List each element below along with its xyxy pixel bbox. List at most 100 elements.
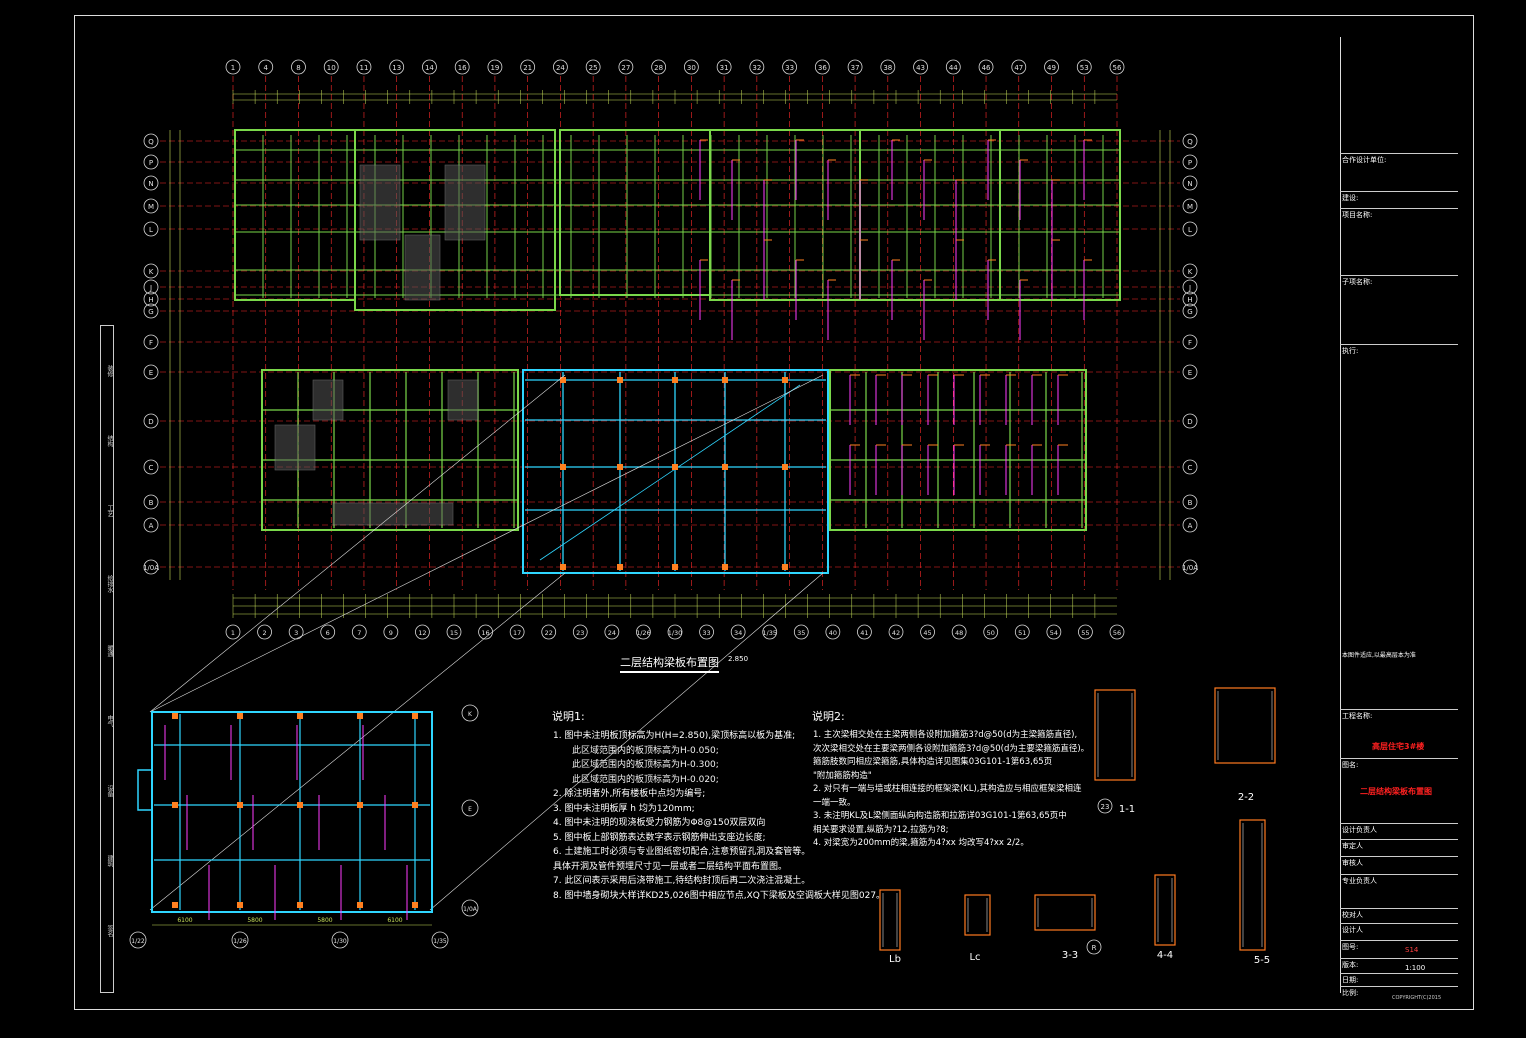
axis-bubble (383, 624, 399, 640)
discipline-cell: 装修 (106, 365, 113, 377)
column (722, 564, 728, 570)
note2-item: 相关要求设置,纵筋为?12,拉筋为?8; (813, 824, 949, 835)
hatched-zone (312, 379, 344, 421)
axis-label: P (149, 159, 153, 167)
axis-bubble (978, 59, 994, 75)
axis-bubble (1097, 798, 1113, 814)
axis-bubble (143, 334, 159, 350)
axis-label: 19 (490, 64, 499, 72)
column (560, 377, 566, 383)
leader-line (149, 572, 566, 911)
sheet-number: S14 (1405, 946, 1419, 954)
axis-label: 25 (589, 64, 598, 72)
column (237, 713, 243, 719)
axis-label: J (1188, 284, 1191, 292)
axis-label: 47 (1014, 64, 1023, 72)
axis-label: 32 (752, 64, 761, 72)
axis-label: 12 (418, 629, 426, 637)
axis-bubble (651, 59, 667, 75)
axis-bubble (288, 624, 304, 640)
axis-label: 23 (1101, 803, 1110, 811)
axis-bubble (129, 931, 147, 949)
axis-label: 28 (654, 64, 663, 72)
axis-bubble (320, 624, 336, 640)
axis-label: 45 (923, 629, 931, 637)
discipline-cell: 工艺 (106, 505, 113, 517)
axis-label: Q (148, 138, 154, 146)
title-drawing-name: 二层结构梁板布置图 (1360, 787, 1432, 796)
title-block-divider (1340, 958, 1458, 959)
axis-bubble (1078, 624, 1093, 640)
column (172, 802, 178, 808)
axis-bubble (1011, 59, 1027, 75)
note2-item: "附加箍筋构造" (813, 770, 872, 781)
detail-outline (137, 769, 153, 811)
axis-label: 15 (450, 629, 458, 637)
axis-bubble (431, 931, 449, 949)
axis-label: 36 (818, 64, 827, 72)
title-block-row: 设计负责人 (1342, 826, 1377, 834)
axis-label: 1/0A (1182, 564, 1198, 572)
axis-bubble (323, 59, 339, 75)
axis-bubble (1182, 364, 1198, 380)
axis-label: 2 (263, 629, 267, 637)
title-block-divider (1340, 874, 1458, 875)
axis-label: 1/22 (131, 938, 145, 945)
axis-label: 56 (1113, 629, 1121, 637)
axis-bubble (143, 263, 159, 279)
title-block-row: 图号: (1342, 943, 1359, 951)
note1-item: 此区域范围内的板顶标高为H-0.020; (572, 774, 719, 785)
axis-bubble (143, 517, 159, 533)
note1-item: 此区域范围内的板顶标高为H-0.300; (572, 760, 719, 770)
axis-bubble (983, 624, 999, 640)
notes2-heading: 说明2: (812, 710, 845, 723)
note1-item: 6. 土建施工时必须与专业图纸密切配合,注意预留孔洞及套管等。 (553, 847, 811, 857)
title-block-divider (1340, 275, 1458, 276)
axis-label: E (149, 369, 153, 377)
column (722, 464, 728, 470)
note1-item: 具体开洞及管件预埋尺寸见一层或者二层结构平面布置图。 (553, 861, 788, 872)
note2-item: 3. 未注明KL及L梁侧面纵向构造筋和拉筋详03G101-1第63,65页中 (813, 811, 1067, 821)
sheet-frame (74, 15, 1474, 1010)
section-outline (1034, 894, 1096, 931)
axis-label: M (1187, 203, 1193, 211)
axis-bubble (814, 59, 830, 75)
leader-line (429, 572, 824, 911)
axis-bubble (880, 59, 896, 75)
section-label: 3-3 (1062, 950, 1078, 961)
axis-bubble (1182, 154, 1198, 170)
title-block-divider (1340, 344, 1458, 345)
axis-label: N (1187, 180, 1192, 188)
column (172, 713, 178, 719)
axis-label: J (149, 284, 152, 292)
axis-label: 1/26 (233, 938, 247, 945)
discipline-cell: 暖通 (106, 645, 113, 657)
axis-bubble (913, 59, 928, 75)
note2-item: 一端一致。 (813, 797, 856, 808)
column (617, 564, 623, 570)
axis-bubble (716, 59, 732, 75)
axis-label: K (149, 268, 154, 276)
axis-label: H (1187, 296, 1192, 304)
axis-bubble (461, 704, 479, 722)
section-label: Lc (969, 952, 980, 963)
title-block-row: 项目名称: (1342, 211, 1373, 219)
axis-label: 17 (513, 629, 521, 637)
axis-bubble (351, 624, 367, 640)
column (672, 564, 678, 570)
axis-label: 9 (389, 629, 393, 637)
axis-label: 8 (296, 64, 300, 72)
axis-label: 13 (392, 64, 401, 72)
axis-bubble (1182, 291, 1198, 307)
axis-bubble (683, 59, 699, 75)
axis-label: 50 (987, 629, 995, 637)
axis-bubble (1182, 221, 1198, 237)
axis-bubble (1182, 494, 1198, 510)
title-note: 本图件适应,以最高层本为准 (1342, 652, 1416, 659)
note1-item: 1. 图中未注明板顶标高为H(H=2.850),梁顶标高以板为基准; (553, 731, 796, 741)
axis-bubble (1182, 133, 1198, 149)
axis-label: F (149, 339, 153, 347)
hatched-zone (332, 502, 454, 526)
axis-label: 54 (1050, 629, 1058, 637)
axis-label: 33 (702, 629, 710, 637)
